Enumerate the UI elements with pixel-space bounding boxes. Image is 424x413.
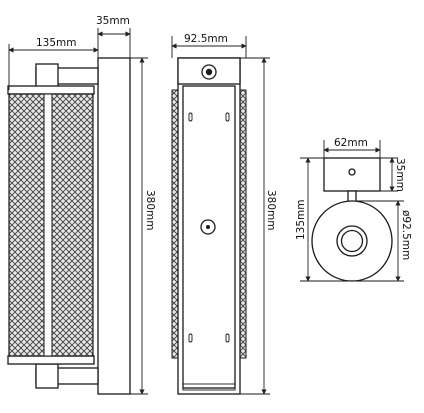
side-top-band	[7, 85, 95, 95]
side-top-arm-cap	[35, 63, 59, 89]
front-mount-knob-center	[205, 68, 213, 76]
top-view: 62mm 35mm 135mm ø92.5mm	[295, 137, 412, 282]
side-bottom-arm-cap	[35, 363, 59, 389]
front-width-label: 92.5mm	[184, 33, 228, 45]
top-depth-label: 35mm	[394, 158, 406, 192]
top-lamp-holder-inner	[340, 229, 364, 253]
front-center-screw-dot	[206, 225, 210, 229]
side-height-label: 380mm	[144, 190, 156, 231]
top-width-label: 62mm	[334, 137, 368, 149]
front-view: 92.5mm 380mm	[171, 33, 277, 395]
front-inner-channel-bottom	[182, 383, 236, 391]
top-diameter-label: ø92.5mm	[400, 210, 412, 260]
side-width-label: 135mm	[36, 37, 77, 49]
top-mount-screw	[348, 168, 356, 176]
top-height-label: 135mm	[295, 200, 307, 241]
side-rod	[43, 93, 53, 357]
front-height-label: 380mm	[265, 190, 277, 231]
side-wall-plate	[97, 57, 131, 395]
side-depth-label: 35mm	[96, 15, 130, 27]
side-bottom-band	[7, 355, 95, 365]
side-view: 135mm 35mm 380mm	[7, 15, 156, 395]
front-inner-channel	[182, 85, 236, 389]
